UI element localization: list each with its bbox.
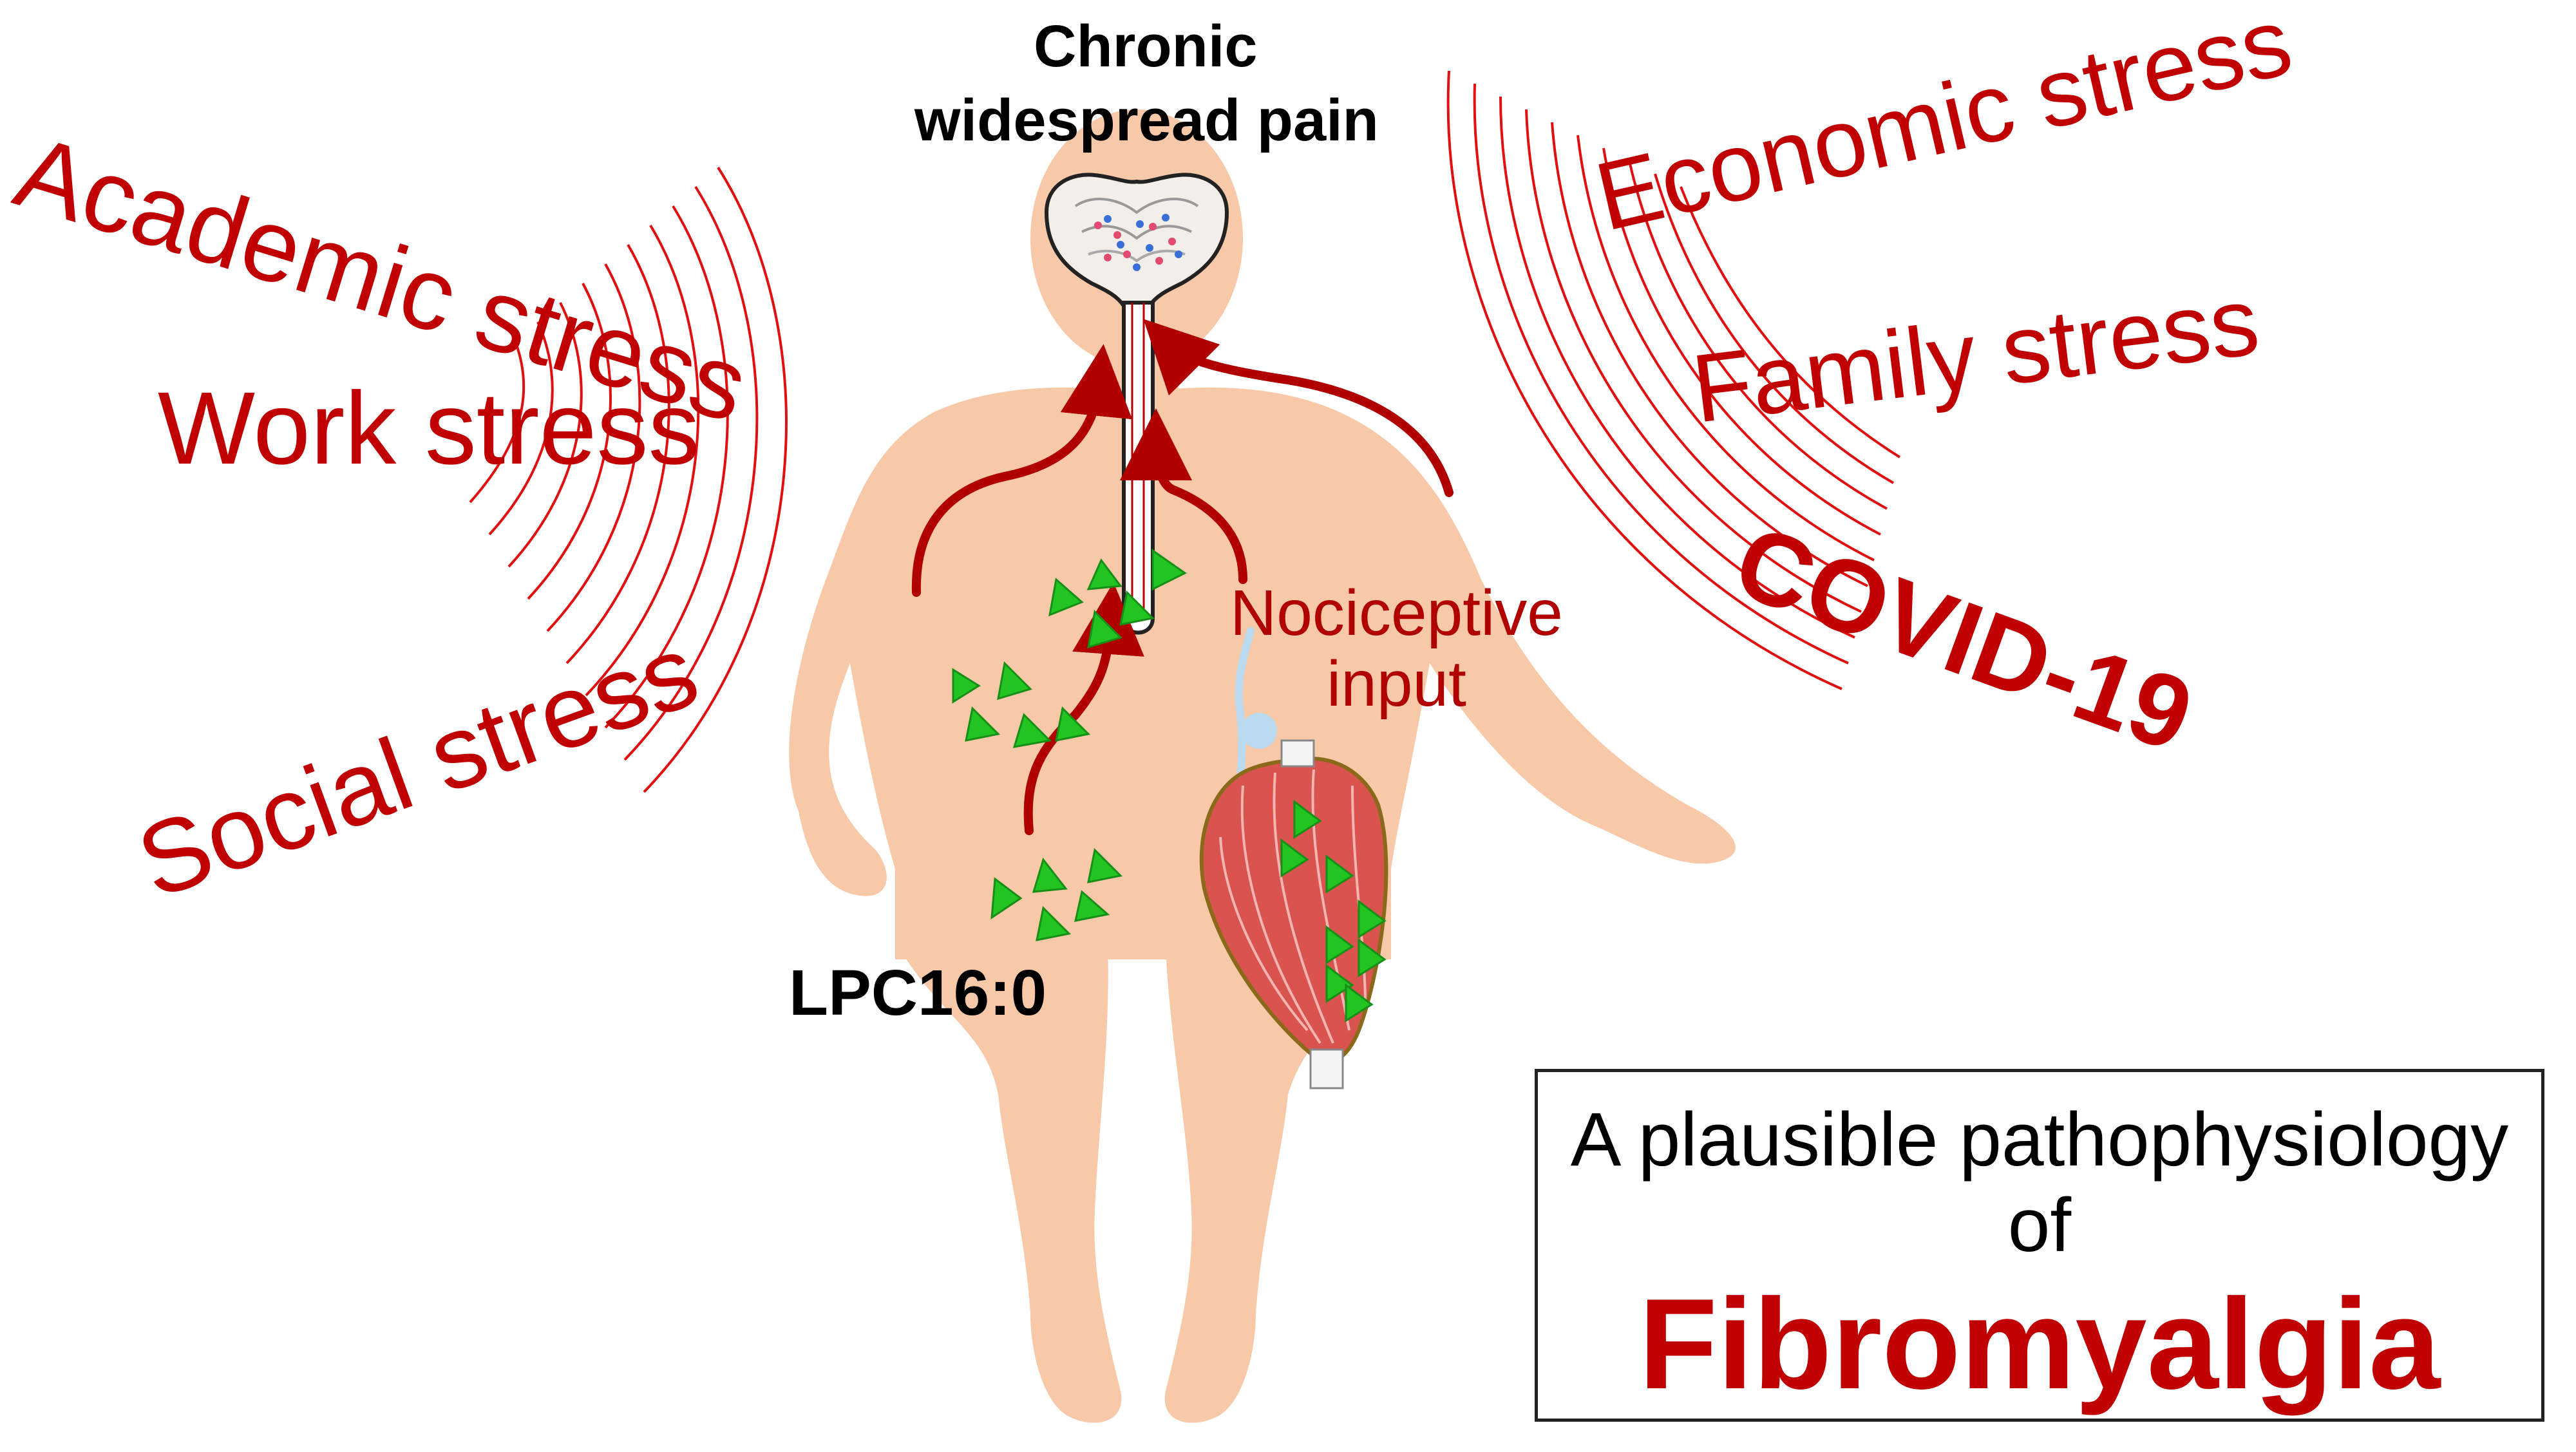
spinal-cord xyxy=(1122,301,1155,635)
nerve-ganglion xyxy=(1241,713,1277,749)
summary-line1: A plausible pathophysiology xyxy=(1570,1097,2509,1182)
nociceptive-label-line1: Nociceptive xyxy=(1230,577,1563,649)
stress-arcs-right xyxy=(1446,70,1901,690)
brain-icon xyxy=(1044,173,1229,308)
lpc-triangles xyxy=(952,549,1387,1023)
stress-arcs-left xyxy=(469,166,788,793)
title-line1: Chronic xyxy=(1034,14,1258,79)
summary-line2: of xyxy=(2007,1182,2072,1268)
title-line2: widespread pain xyxy=(914,88,1379,153)
work-stress-label: Work stress xyxy=(158,370,700,486)
pain-pathway-arrows xyxy=(911,319,1454,835)
summary-box: A plausible pathophysiology of Fibromyal… xyxy=(1535,1069,2544,1422)
nociceptive-label-line2: input xyxy=(1327,648,1466,720)
summary-title: Fibromyalgia xyxy=(1638,1272,2441,1417)
lpc-label: LPC16:0 xyxy=(789,957,1047,1029)
